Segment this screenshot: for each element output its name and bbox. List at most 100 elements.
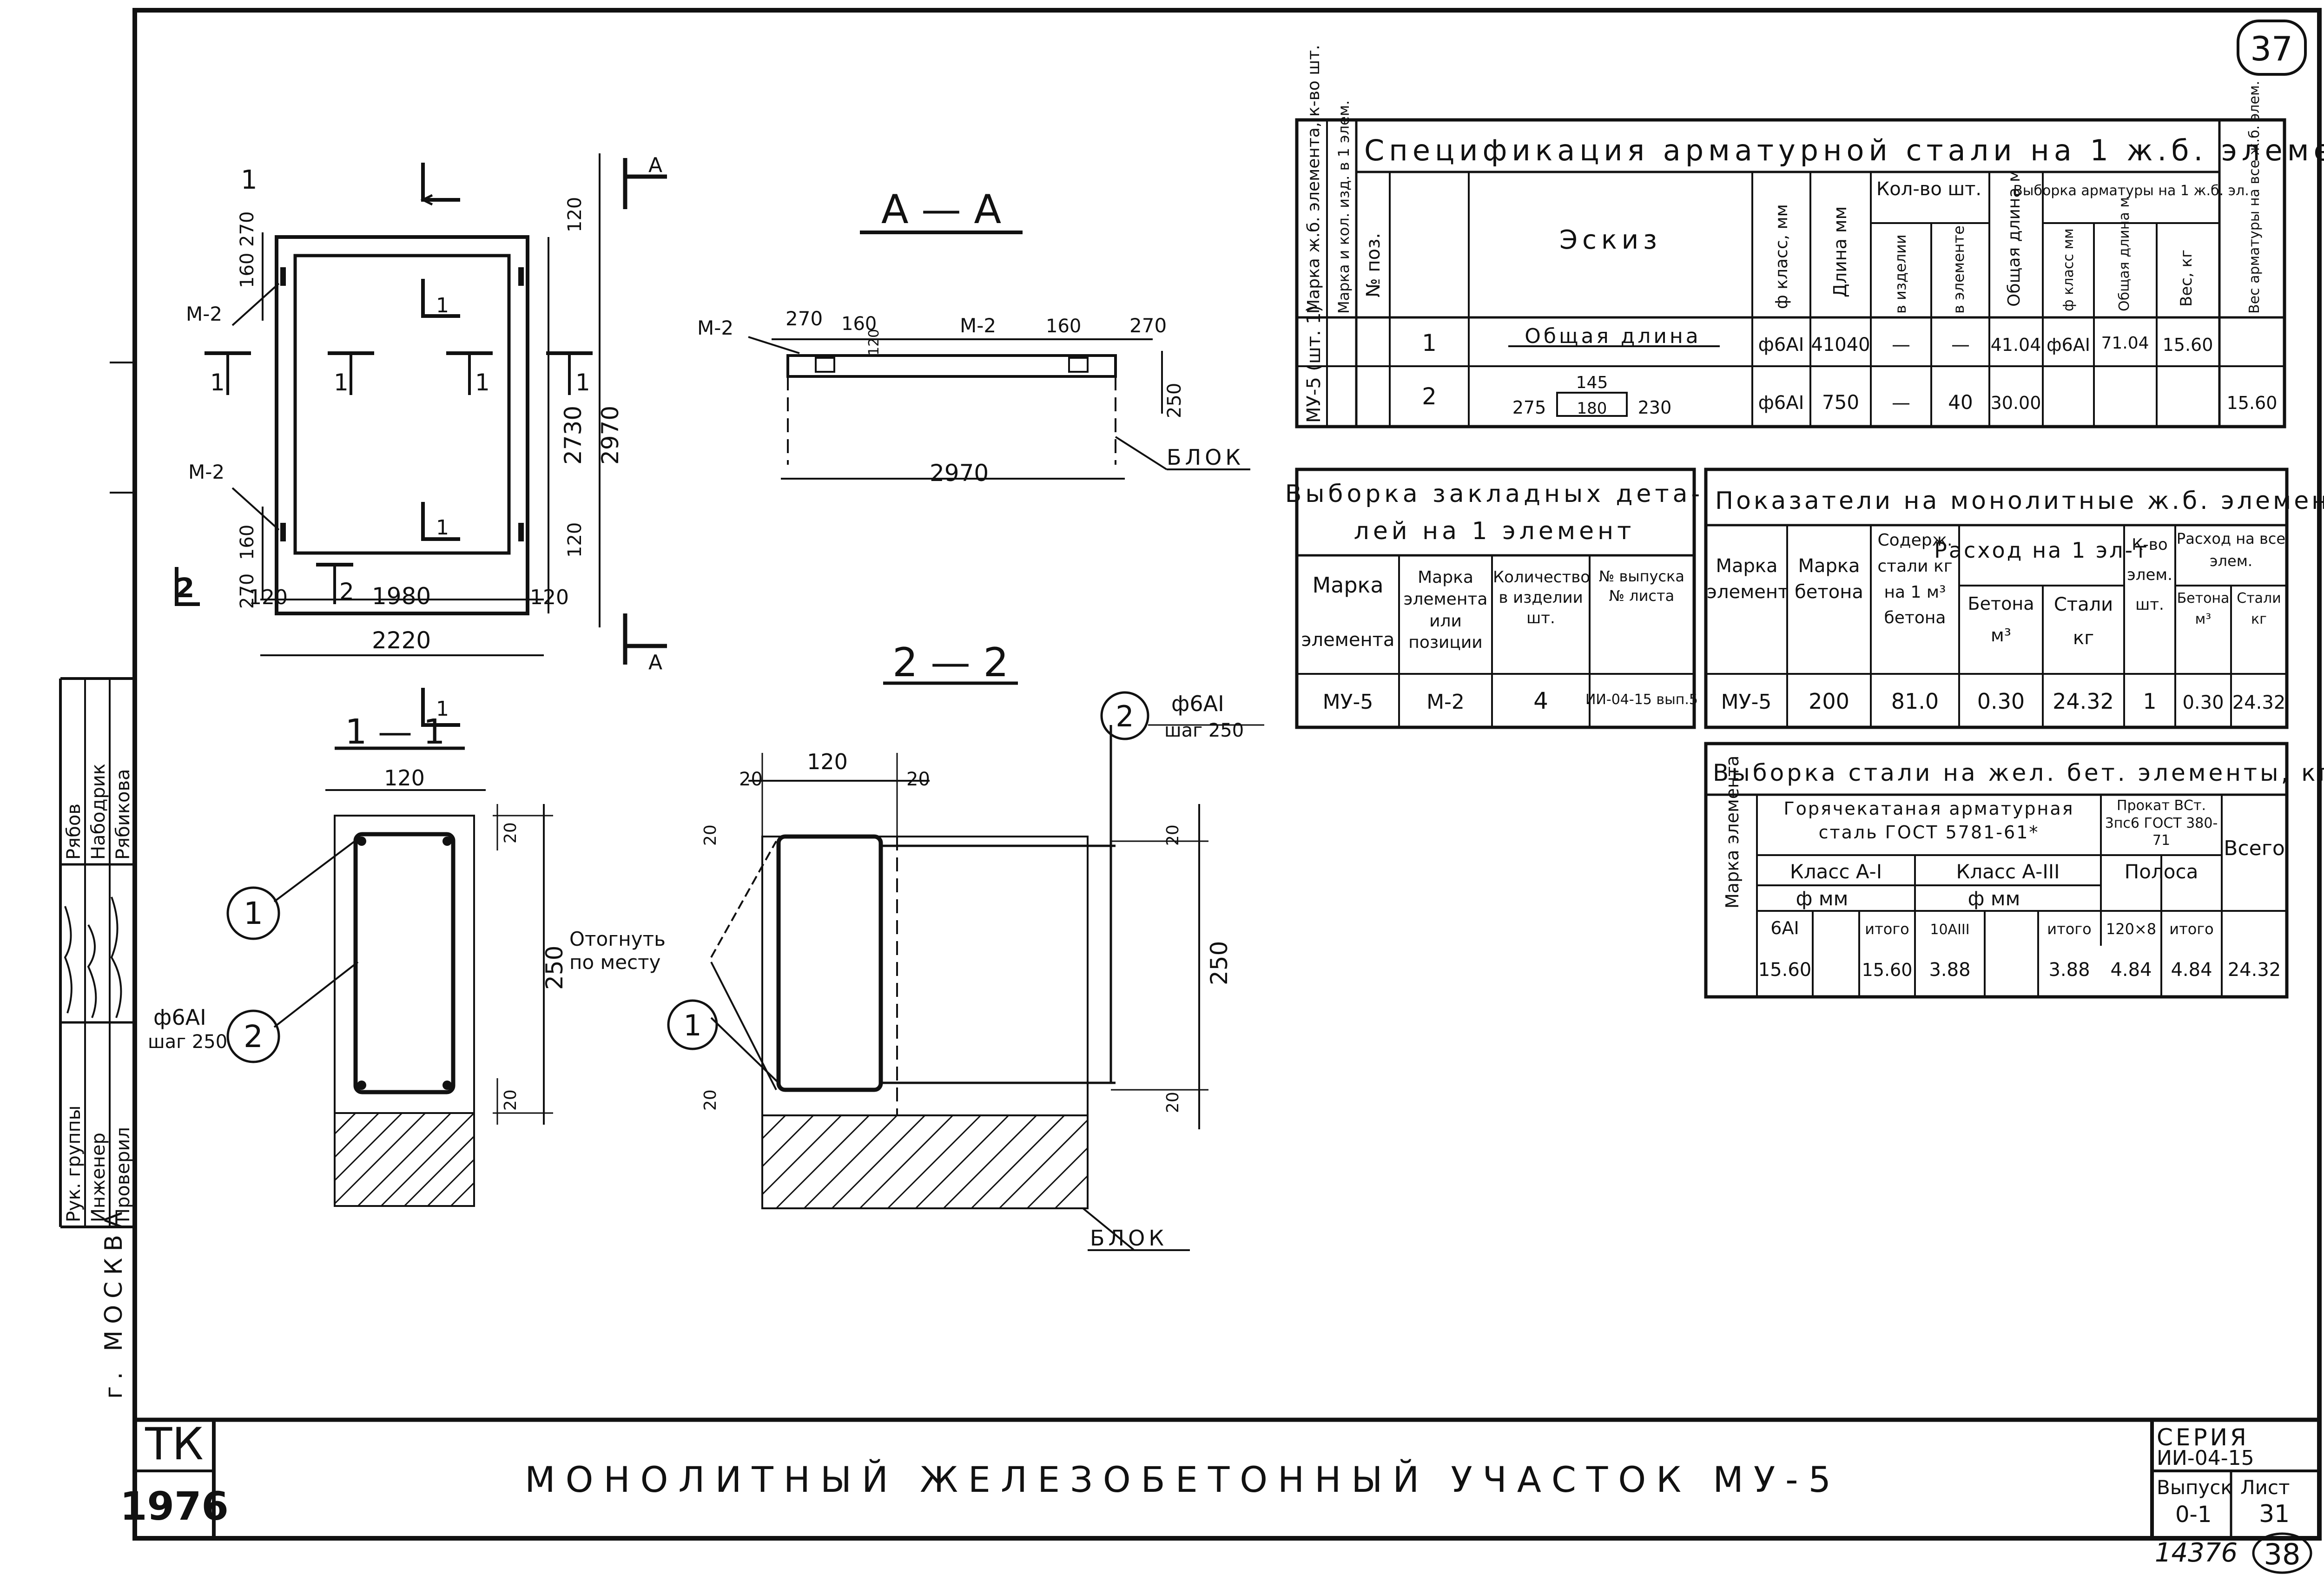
spec-r2-qty-item: — <box>1892 392 1910 414</box>
spec-r2-sketch-top: 145 <box>1576 373 1608 392</box>
spec-col-total-len: Общая длина м <box>2005 170 2024 307</box>
ind-col-cons: Расход на 1 эл-т <box>1934 538 2149 563</box>
ind-col-mark: Марка элемента <box>1707 555 1787 603</box>
plan-dim-120-left: 120 <box>249 586 288 609</box>
spec-r1-class: ф6АI <box>1758 334 1804 356</box>
s22-dim-20-bl: 20 <box>701 1089 720 1111</box>
s22-dim-20-br: 20 <box>1163 1092 1182 1113</box>
spec-r2-sketch-mid: 180 <box>1577 399 1607 418</box>
spec-col-mark-item: Марка и кол. изд. в 1 элем. <box>1335 100 1353 314</box>
plan-section-1-low: 1 <box>436 516 449 540</box>
steel-v-total2: 3.88 <box>2048 959 2090 981</box>
s22-bend-note-2: по месту <box>569 951 660 974</box>
aa-dim-160-left: 160 <box>841 313 877 335</box>
spec-r1-pos: 1 <box>1422 329 1437 356</box>
s11-pos1: 1 <box>244 896 263 931</box>
steel-h-6a1: 6АI <box>1770 918 1799 938</box>
emb-row-issue: ИИ-04-15 вып.5 <box>1585 692 1698 708</box>
role-engineer: Инженер <box>88 1133 109 1222</box>
s22-dim-20-tr: 20 <box>1163 824 1182 846</box>
plan-dim-2220: 2220 <box>372 627 431 654</box>
steel-class-a1: Класс А-I <box>1790 860 1882 883</box>
s22-dim-20-left: 20 <box>739 769 763 790</box>
spec-col-qty: Кол-во шт. <box>1876 178 1981 200</box>
spec-r1-sketch: Общая длина <box>1525 324 1701 348</box>
ind-col-content: Содерж. стали кг на 1 м³ бетона <box>1877 531 1953 628</box>
steel-table <box>1704 742 2289 999</box>
indicators-table <box>1704 468 2289 729</box>
s22-step-label: шаг 250 <box>1164 720 1244 741</box>
sheet-label: Лист <box>2240 1476 2290 1499</box>
plan-section-1-inner-left: 1 <box>334 369 349 396</box>
spec-col-qty-item: в изделии <box>1892 234 1909 314</box>
plan-section-2-bottom: 2 <box>339 578 354 605</box>
emb-col-mark-2: элемента <box>1301 629 1395 651</box>
spec-r1-s-class: ф6АI <box>2047 335 2090 355</box>
ind-row-all-steel: 24.32 <box>2232 692 2286 713</box>
plan-section-1-mid: 1 <box>436 294 449 317</box>
aa-block-label: БЛОК <box>1167 445 1244 470</box>
spec-col-sample-weight: Вес, кг <box>2177 250 2196 307</box>
spec-r2-total-len: 30.00 <box>1991 393 2041 413</box>
plan-section-1-right: 1 <box>575 369 590 396</box>
ind-row-mark: МУ-5 <box>1721 690 1772 714</box>
steel-v-6a1: 15.60 <box>1758 959 1812 981</box>
spec-r1-length: 41040 <box>1811 334 1870 356</box>
emb-title-1: Выборка закладных дета- <box>1285 480 1704 508</box>
ind-col-count: К-во элем. шт. <box>2127 535 2172 614</box>
signature-block: Рук. группы Инженер Проверил Рябов Набод… <box>63 764 134 1222</box>
aa-dim-120: 120 <box>866 329 882 356</box>
spec-element-mark: МУ-5 (шт. 1) <box>1303 305 1325 423</box>
emb-row-item: М-2 <box>1426 690 1465 714</box>
s11-bar-label: ф6АI <box>153 1005 206 1030</box>
aa-dim-160-right: 160 <box>1046 316 1081 337</box>
plan-dim-270-bottom: 270 <box>237 573 258 609</box>
spec-title: Спецификация арматурной стали на 1 ж.б. … <box>1364 133 2324 167</box>
section-aa <box>748 231 1250 480</box>
steel-h-total3: итого <box>2169 920 2213 938</box>
emb-col-mark-item: Марка элемента или позиции <box>1403 568 1488 652</box>
plan-section-a-top: А <box>648 153 662 177</box>
steel-h-strip: 120×8 <box>2106 920 2156 938</box>
sheet-number-top: 37 <box>2237 20 2307 76</box>
ind-row-content: 81.0 <box>1891 689 1939 714</box>
steel-v-strip: 4.84 <box>2110 959 2152 981</box>
steel-h-total1: итого <box>1865 920 1909 938</box>
spec-r1-qty-elem: — <box>1951 334 1970 356</box>
s22-dim-120: 120 <box>807 749 848 774</box>
steel-dia-2: ф мм <box>1968 887 2020 910</box>
s22-pos2: 2 <box>1116 699 1134 733</box>
emb-col-qty: Количество в изделии шт. <box>1493 568 1589 628</box>
spec-r1-qty-item: — <box>1892 334 1910 356</box>
plan-section-1-top: 1 <box>241 165 257 195</box>
section-22-title: 2 — 2 <box>892 639 1009 686</box>
plan-dim-160-270: 160 270 <box>237 211 258 288</box>
aa-dim-2970: 2970 <box>930 460 989 487</box>
ind-col-all-steel: Стали кг <box>2237 590 2281 627</box>
steel-h-total2: итого <box>2047 920 2091 938</box>
s11-dim-20-bottom: 20 <box>501 1089 520 1111</box>
section-aa-title: А — А <box>881 186 1002 233</box>
spec-r2-class: ф6АI <box>1758 392 1804 414</box>
role-head: Рук. группы <box>63 1106 85 1222</box>
org-code: ТК <box>145 1419 203 1470</box>
spec-col-length: Длина мм <box>1830 206 1850 297</box>
spec-r2-sketch-left: 275 <box>1512 397 1546 418</box>
spec-col-mark: Марка ж.б. элемента, к-во шт. <box>1304 45 1323 314</box>
year: 1976 <box>120 1483 229 1529</box>
issue-label: Выпуск <box>2157 1476 2232 1499</box>
ind-col-concrete: Марка бетона <box>1795 555 1863 603</box>
drawing-title: МОНОЛИТНЫЙ ЖЕЛЕЗОБЕТОННЫЙ УЧАСТОК МУ-5 <box>525 1458 1841 1500</box>
emb-row-qty: 4 <box>1533 687 1548 714</box>
ind-row-concrete: 200 <box>1809 689 1849 714</box>
s22-block-label: БЛОК <box>1090 1226 1168 1251</box>
ind-col-cons-steel: Стали кг <box>2053 594 2113 649</box>
s11-dim-120: 120 <box>384 765 425 791</box>
issue-value: 0-1 <box>2175 1502 2212 1528</box>
svg-text:37: 37 <box>2250 29 2293 68</box>
spec-col-sample: Выборка арматуры на 1 ж.б. эл. <box>2013 183 2249 199</box>
plan-dim-1980: 1980 <box>372 583 431 610</box>
spec-col-total-weight: Вес арматуры на все ж.б. элем. <box>2246 81 2263 314</box>
aa-dim-270-left: 270 <box>786 307 823 330</box>
